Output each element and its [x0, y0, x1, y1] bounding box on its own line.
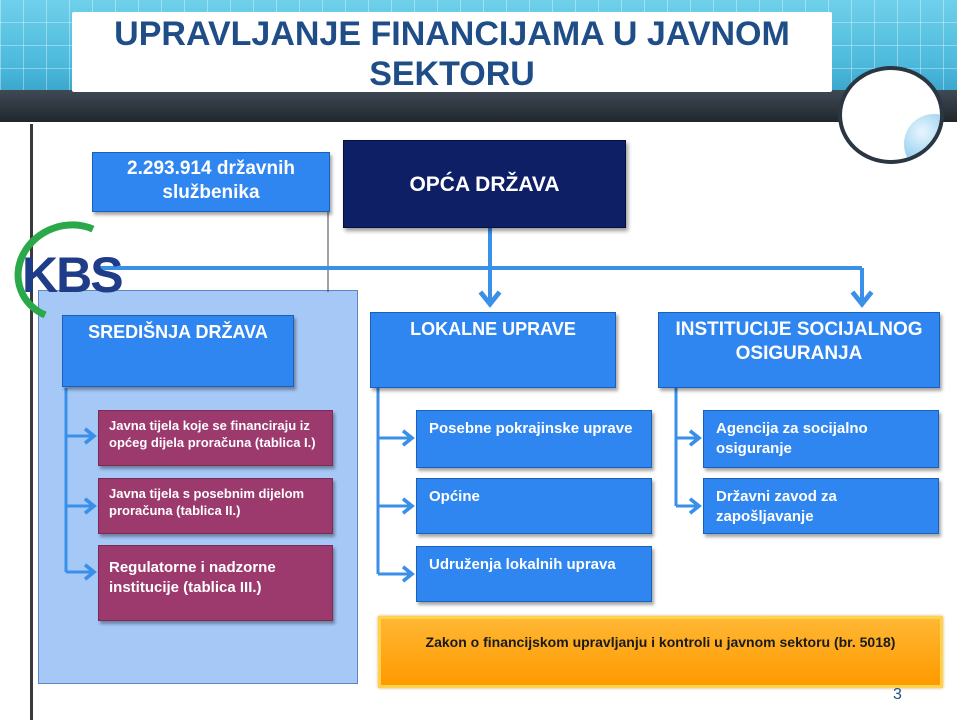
social-child-1: Agencija za socijalno osiguranje: [703, 410, 939, 468]
logo-text: KBS: [22, 247, 124, 303]
header-dark-strip: [0, 90, 957, 122]
social-child-2: Državni zavod za zapošljavanje: [703, 478, 939, 534]
slide-title: UPRAVLJANJE FINANCIJAMA U JAVNOM SEKTORU: [114, 15, 790, 93]
decorative-circle-icon: [838, 66, 944, 164]
general-government-node: OPĆA DRŽAVA: [343, 140, 626, 228]
local-government-node: LOKALNE UPRAVE: [370, 312, 616, 388]
civil-servants-count: 2.293.914 državnih službenika: [92, 152, 330, 212]
law-reference-box: Zakon o financijskom upravljanju i kontr…: [378, 616, 943, 688]
kbs-logo: KBS: [0, 206, 138, 338]
local-child-1: Posebne pokrajinske uprave: [416, 410, 652, 468]
central-government-node: SREDIŠNJA DRŽAVA: [62, 315, 294, 387]
local-child-2: Općine: [416, 478, 652, 534]
local-child-3: Udruženja lokalnih uprava: [416, 546, 652, 602]
title-background: [72, 12, 832, 92]
central-child-3: Regulatorne i nadzorne institucije (tabl…: [98, 545, 333, 621]
central-child-2: Javna tijela s posebnim dijelom proračun…: [98, 478, 333, 534]
left-divider: [30, 124, 33, 720]
central-child-1: Javna tijela koje se financiraju iz opće…: [98, 410, 333, 466]
social-insurance-node: INSTITUCIJE SOCIJALNOG OSIGURANJA: [658, 312, 940, 388]
swirl-icon: [904, 114, 940, 160]
page-number: 3: [893, 686, 902, 703]
